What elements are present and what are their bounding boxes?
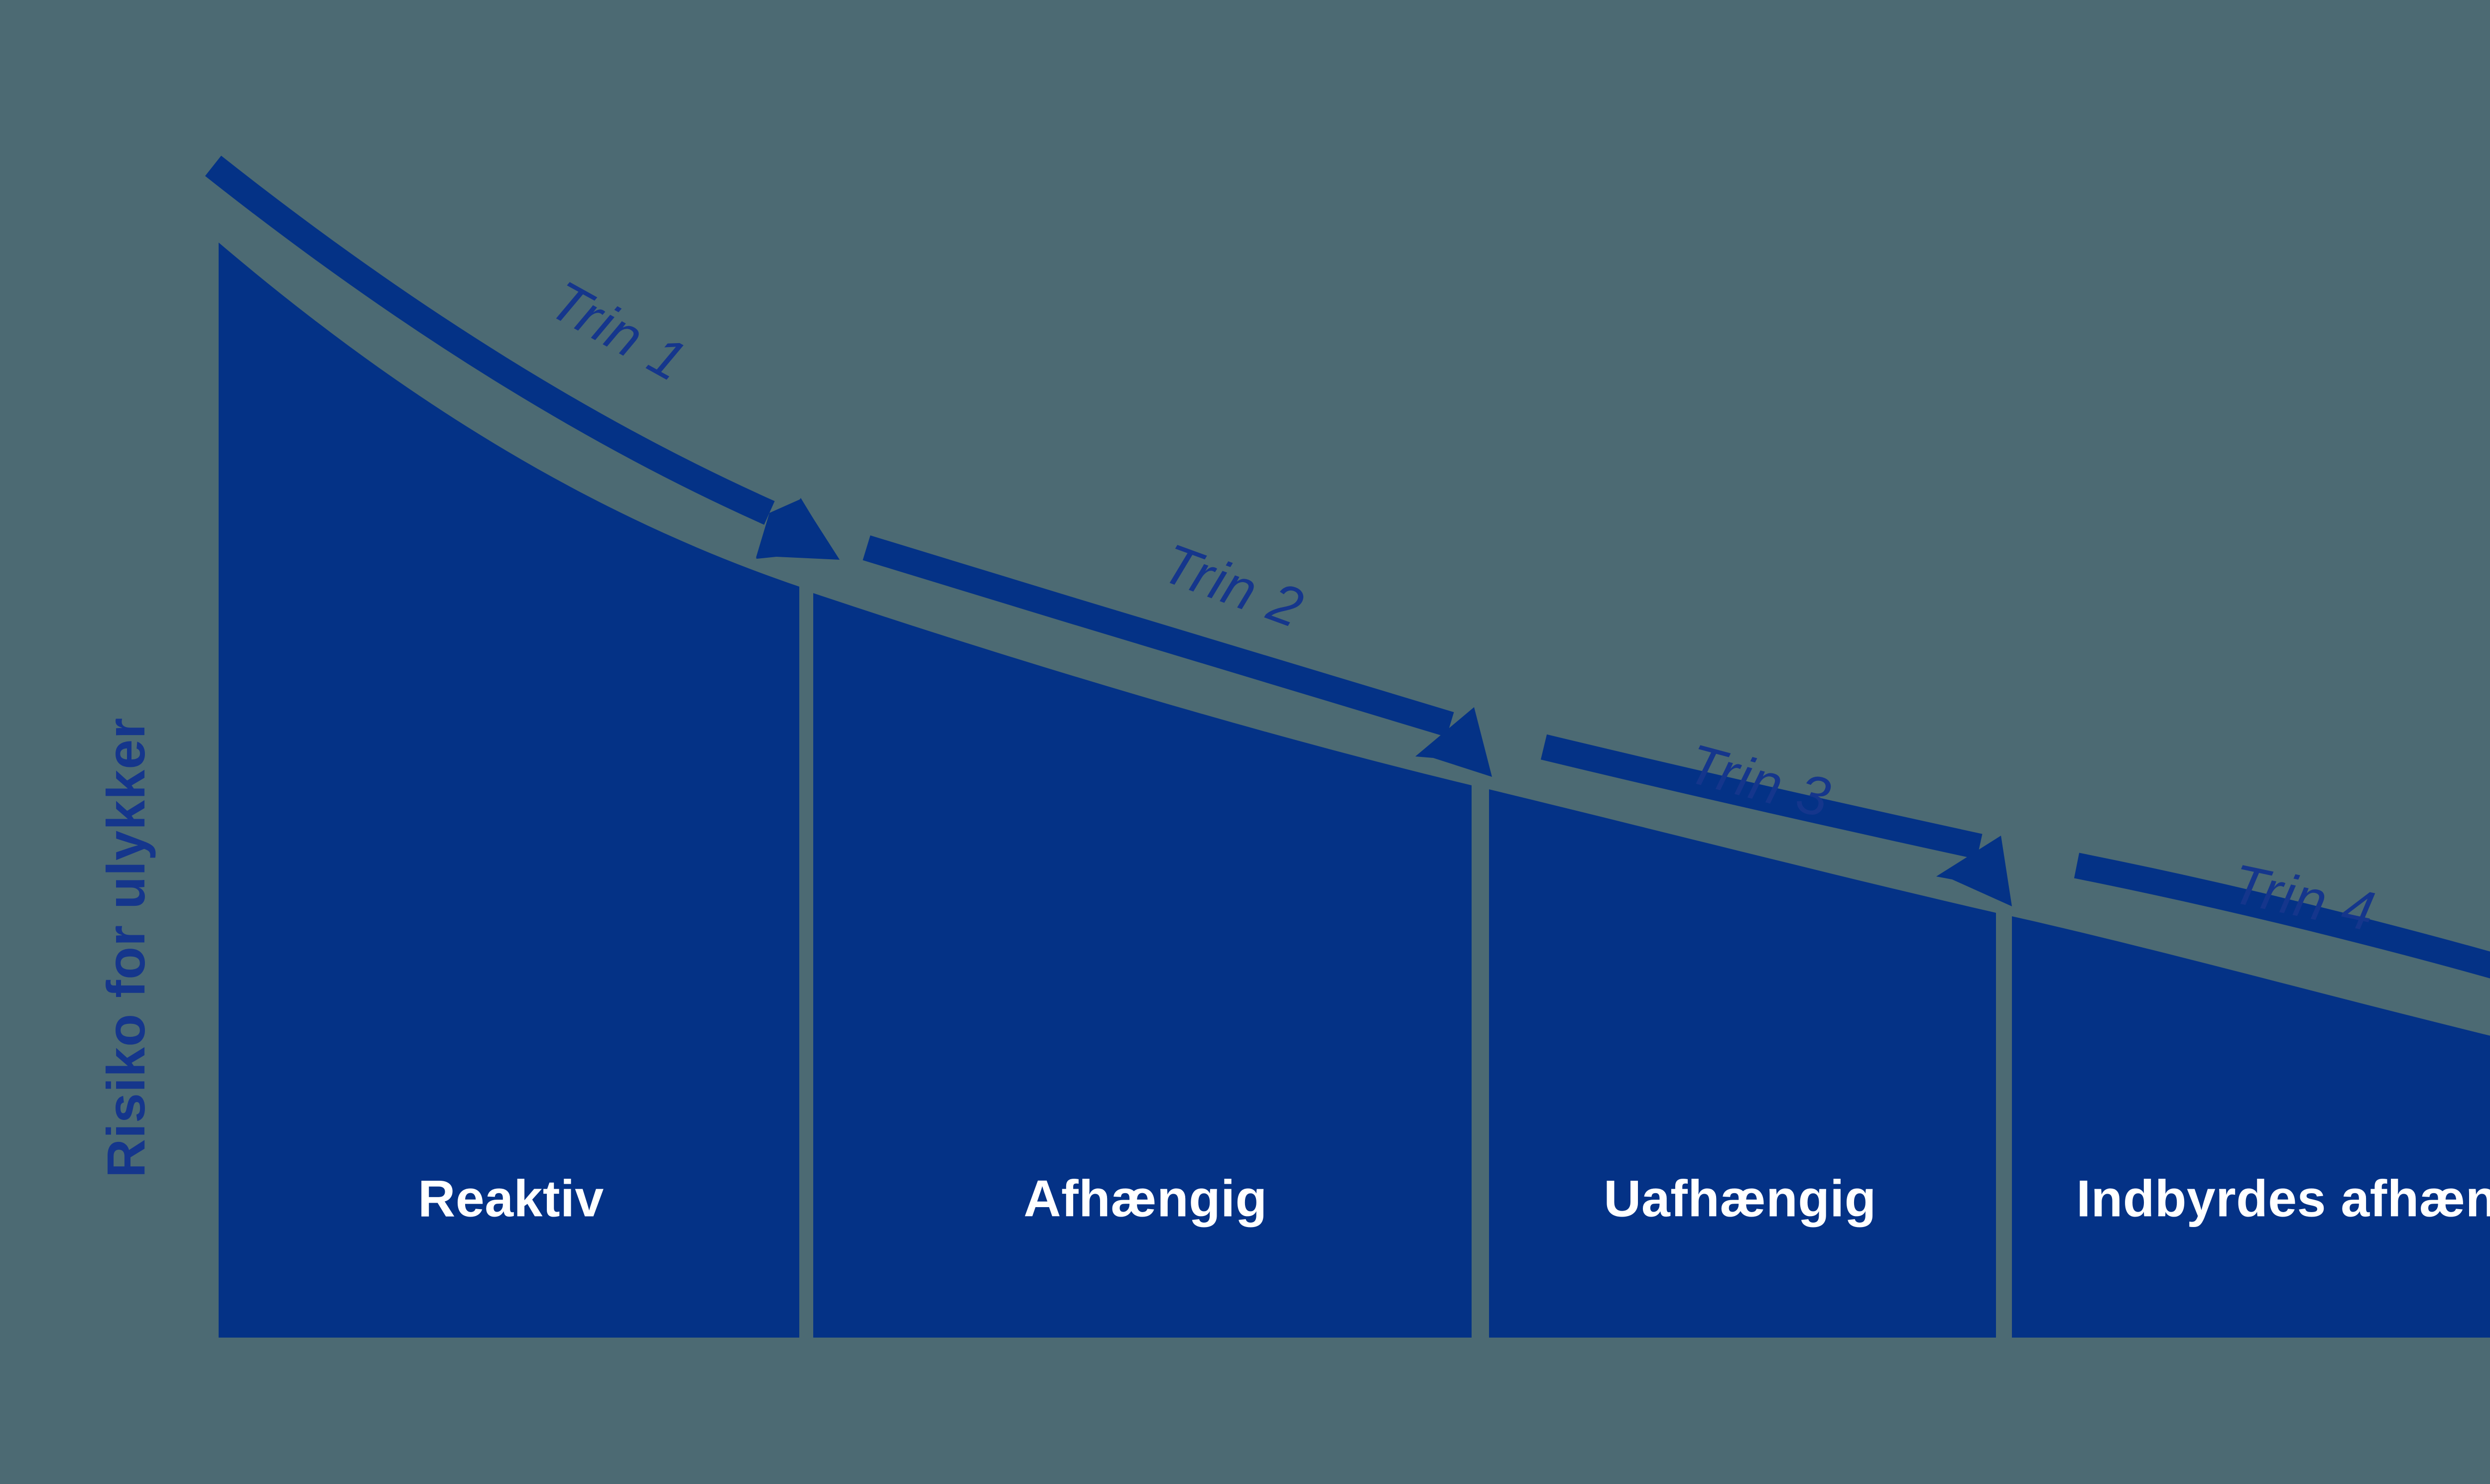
stage-bar-indbyrdes-afhaengige (2012, 916, 2490, 1338)
stage-label-indbyrdes-afhaengige: Indbyrdes afhængige (2076, 1170, 2490, 1228)
y-axis-label: Risiko for ulykker (96, 717, 156, 1178)
stage-bar-reaktiv (219, 243, 799, 1338)
improvement-arrow-line-4 (2074, 853, 2490, 979)
arrowhead-1-triangle (756, 498, 838, 559)
stage-label-uafhaengig: Uafhængig (1604, 1170, 1876, 1228)
improvement-arrowheads (756, 498, 2012, 906)
stage-bar-afhaengig (813, 593, 1472, 1338)
stage-label-afhaengig: Afhængig (1023, 1170, 1267, 1228)
arrowhead-2-triangle (1415, 707, 1492, 777)
stage-bar-uafhaengig (1489, 789, 1996, 1338)
improvement-arrow-line-2 (863, 535, 1454, 737)
arrowhead-3-triangle (1936, 836, 2012, 906)
stage-label-reaktiv: Reaktiv (418, 1170, 604, 1228)
improvement-arrows (205, 155, 2490, 979)
stage-bars (219, 243, 2490, 1338)
improvement-arrow-line-1 (205, 155, 775, 525)
improvement-arrow-line-3 (1540, 734, 1983, 860)
